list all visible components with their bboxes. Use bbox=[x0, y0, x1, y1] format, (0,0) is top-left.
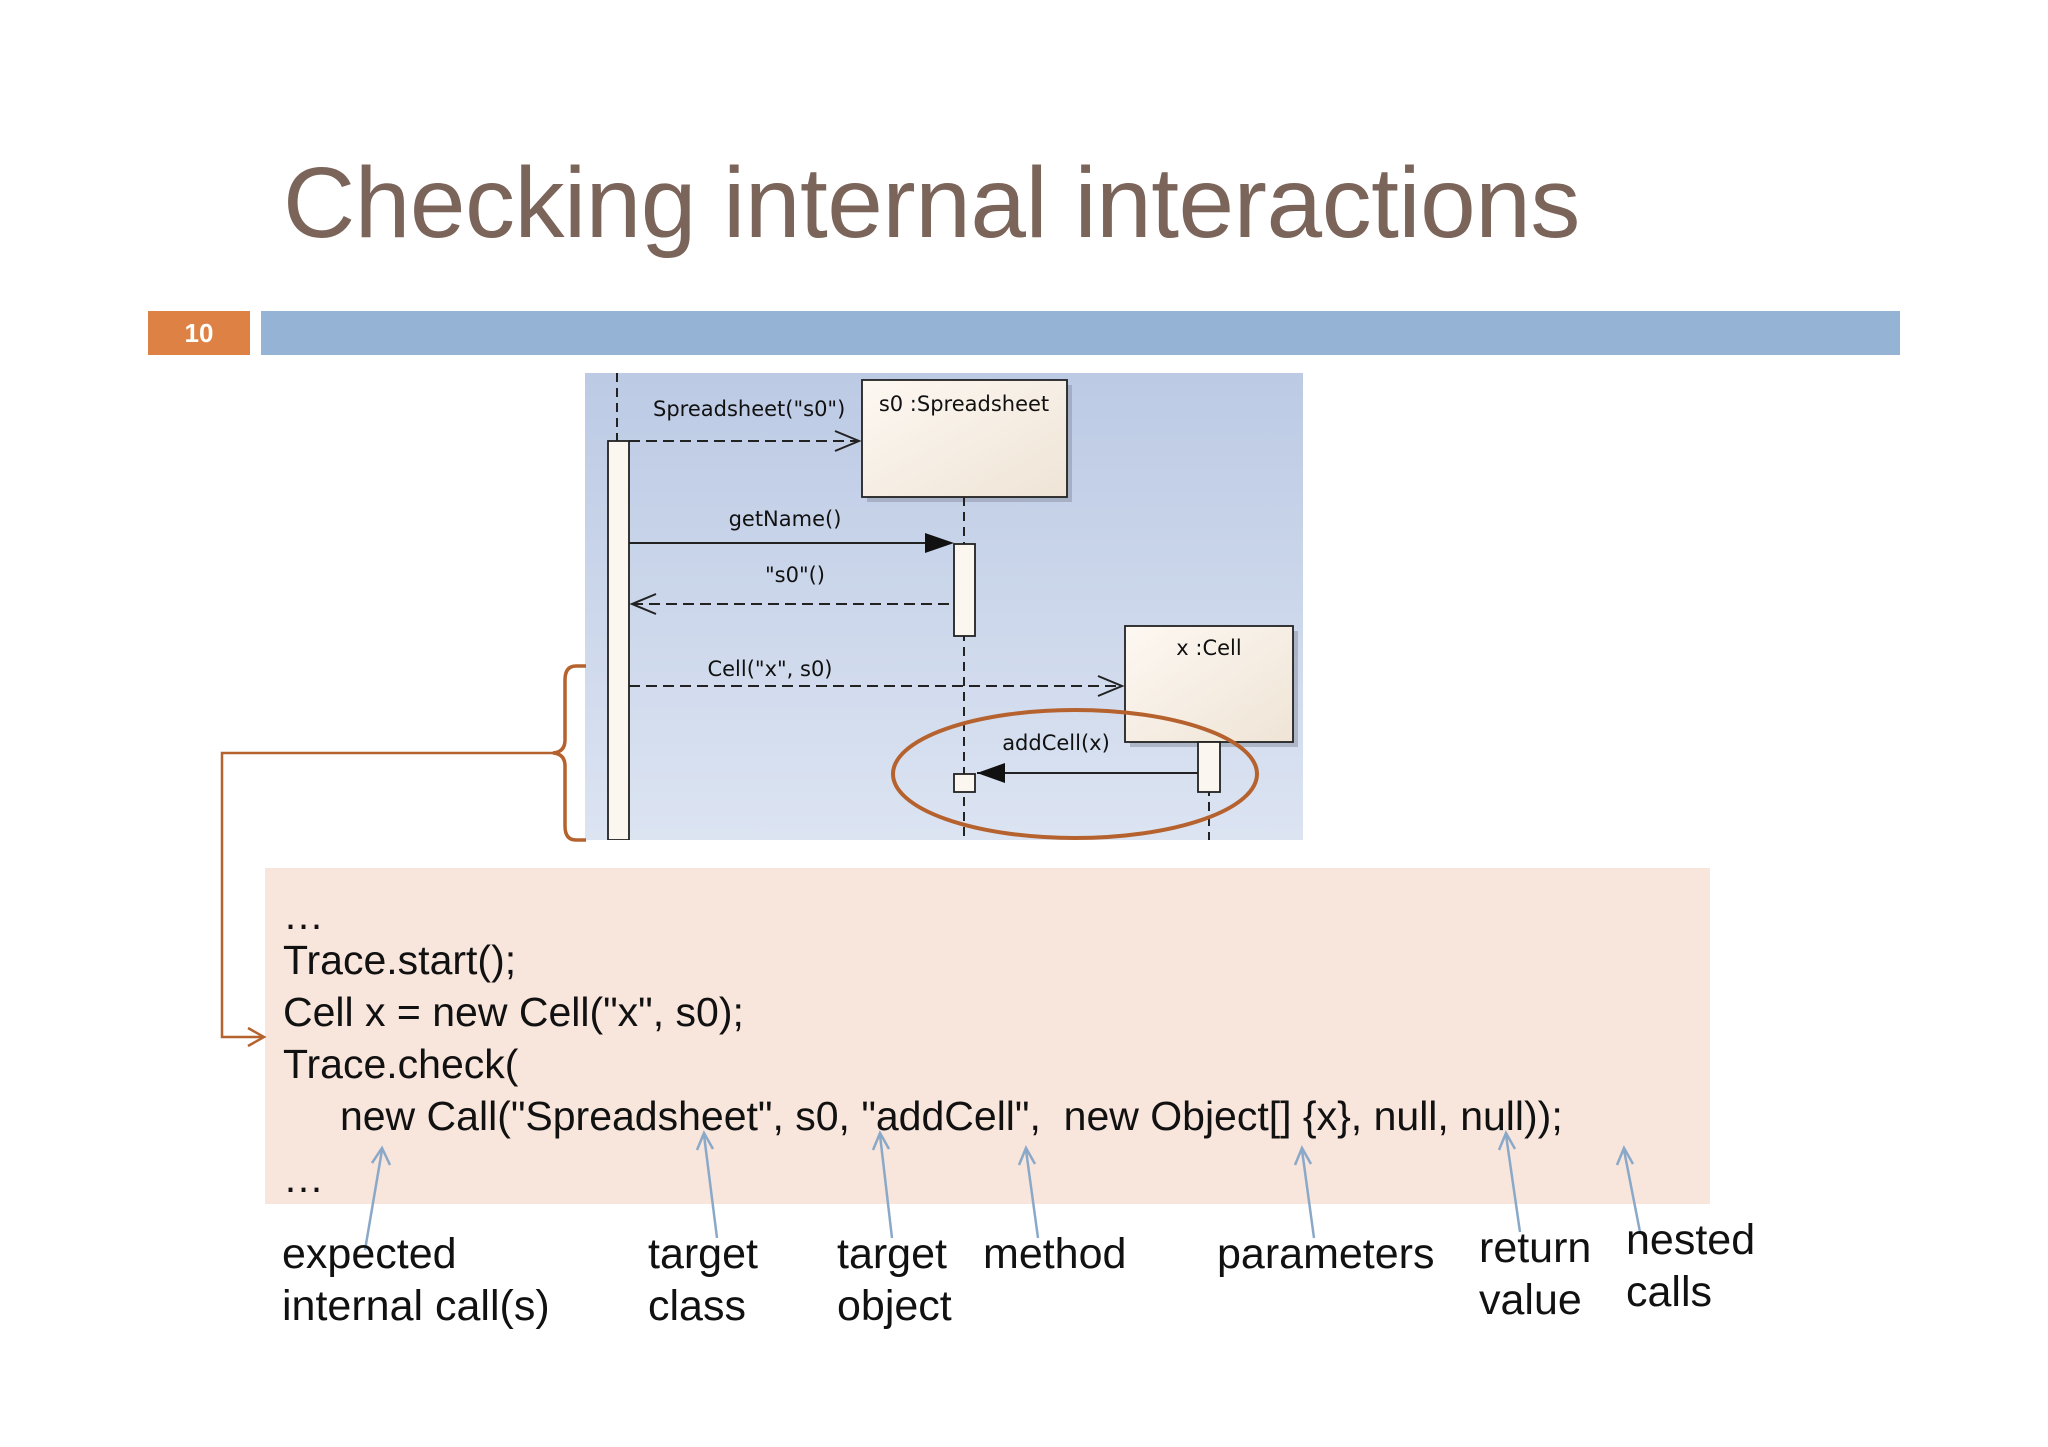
code-box bbox=[265, 868, 1710, 1204]
cell-lifeline-label: x :Cell bbox=[1176, 636, 1241, 660]
code-line-new-cell: Cell x = new Cell("x", s0); bbox=[283, 989, 744, 1035]
caller-activation bbox=[607, 440, 630, 840]
message-label-cell-create: Cell("x", s0) bbox=[707, 657, 832, 681]
message-label-spreadsheet-create: Spreadsheet("s0") bbox=[653, 397, 845, 421]
code-line-new-call: new Call("Spreadsheet", s0, "addCell", n… bbox=[283, 1093, 1563, 1139]
spreadsheet-activation-small bbox=[953, 773, 976, 793]
slide-title: Checking internal interactions bbox=[283, 147, 1580, 259]
code-line-trace-check: Trace.check( bbox=[283, 1041, 519, 1087]
curly-brace bbox=[552, 664, 586, 842]
spreadsheet-lifeline-box bbox=[861, 379, 1068, 498]
code-line-ellipsis-bottom: … bbox=[283, 1155, 324, 1201]
code-line-trace-start: Trace.start(); bbox=[283, 937, 517, 983]
message-label-getname: getName() bbox=[729, 507, 842, 531]
spreadsheet-lifeline-label: s0 :Spreadsheet bbox=[879, 392, 1049, 416]
code-line-ellipsis-top: … bbox=[283, 892, 324, 938]
brace-connector-arrowhead bbox=[247, 1026, 267, 1048]
message-label-return: "s0"() bbox=[765, 563, 825, 587]
label-parameters: parameters bbox=[1217, 1230, 1435, 1278]
message-label-addcell: addCell(x) bbox=[1002, 731, 1110, 755]
sequence-diagram: s0 :Spreadsheet x :Cell Spreadsheet("s0"… bbox=[585, 373, 1303, 840]
cell-activation bbox=[1197, 741, 1221, 793]
slide-number: 10 bbox=[148, 311, 250, 355]
spreadsheet-activation bbox=[953, 543, 976, 637]
title-rule-bar bbox=[261, 311, 1900, 355]
label-method: method bbox=[983, 1230, 1127, 1278]
